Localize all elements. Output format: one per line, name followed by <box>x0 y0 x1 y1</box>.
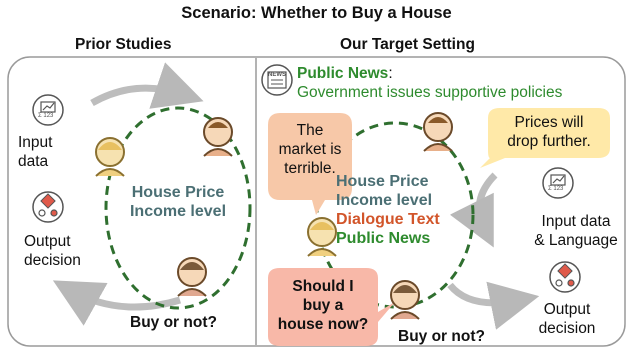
prior-buy-label: Buy or not? <box>130 314 217 331</box>
chart-icon-left-caption: Σ 123 <box>38 113 54 119</box>
bubble-prices-shape <box>480 108 610 168</box>
bubble-should-text: Should I buy a house now? <box>277 278 369 333</box>
public-news-body: Government issues supportive policies <box>297 84 563 101</box>
person-icon-left-top <box>203 117 233 157</box>
person-icon-right-top <box>423 112 453 152</box>
target-center-text: House Price Income level Dialogue Text P… <box>336 173 440 247</box>
dashed-cycle-left <box>104 106 252 310</box>
prior-input-label: Input data <box>18 134 53 170</box>
page-title: Scenario: Whether to Buy a House <box>181 4 452 22</box>
person-icon-right-bottom <box>390 280 420 320</box>
prior-heading: Prior Studies <box>75 36 172 53</box>
target-heading: Our Target Setting <box>340 36 475 53</box>
public-news-title: Public News <box>297 65 389 82</box>
arrow-bottom-left <box>52 280 182 326</box>
arrow-top-left <box>90 62 204 109</box>
prior-center-text: House Price Income level <box>129 184 227 220</box>
chart-icon-right <box>542 167 574 199</box>
prior-output-label: Output decision <box>24 233 81 269</box>
target-buy-label: Buy or not? <box>398 328 485 345</box>
bubble-should-shape <box>268 268 395 346</box>
decision-icon-left <box>32 191 64 223</box>
decision-icon-right <box>549 261 581 293</box>
target-output-label: Output decision <box>538 301 596 337</box>
chart-icon-left <box>32 94 64 126</box>
person-icon-left-bottom <box>177 257 207 297</box>
bubble-market-text: The market is terrible. <box>278 122 342 177</box>
dashed-cycle-right <box>315 121 475 309</box>
news-icon <box>261 64 293 96</box>
person-icon-right-mid <box>307 217 337 257</box>
news-icon-caption: NEWS <box>268 72 286 78</box>
bubble-prices-text: Prices will drop further. <box>507 114 591 150</box>
target-input-label: Input data & Language <box>534 213 618 249</box>
bubble-market-shape <box>268 113 352 215</box>
arrow-top-right <box>449 172 498 248</box>
chart-icon-right-caption: Σ 123 <box>548 186 564 192</box>
public-news-line: Public News: <box>297 65 393 82</box>
person-icon-left-mid <box>95 137 125 177</box>
arrow-bottom-right <box>447 281 540 330</box>
